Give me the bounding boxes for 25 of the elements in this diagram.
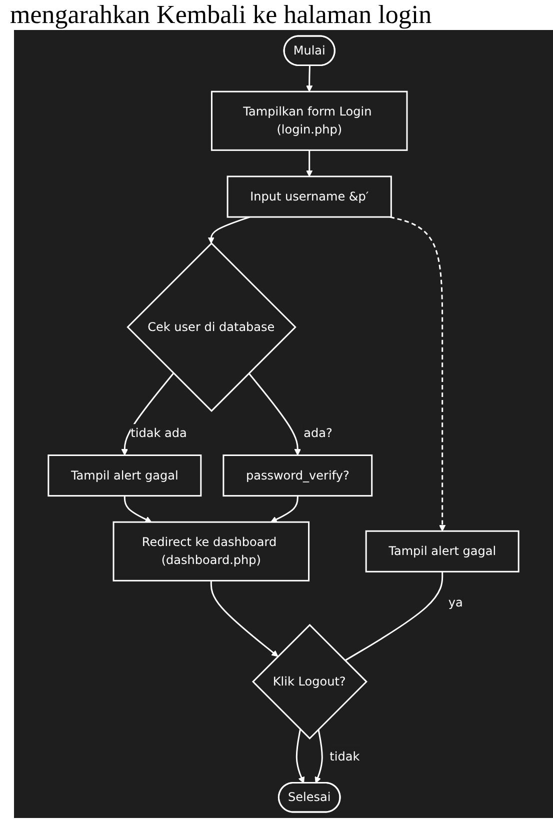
arrow xyxy=(314,729,323,784)
node-box: Input username &p′ xyxy=(226,176,392,218)
arrow xyxy=(248,372,301,456)
edge-label: ada? xyxy=(304,426,332,440)
note-text: mengarahkan Kembali ke halaman login xyxy=(10,0,433,30)
arrow xyxy=(270,496,298,522)
node-box: password_verify? xyxy=(222,454,373,497)
node-box: Tampilkan form Login (login.php) xyxy=(210,90,408,151)
arrow xyxy=(124,496,152,522)
node-diamond: Klik Logout? xyxy=(252,624,368,740)
node-diamond: Cek user di database xyxy=(126,242,296,412)
edge-label: tidak xyxy=(330,749,360,764)
edge-label: ya xyxy=(448,595,463,610)
arrow xyxy=(306,150,313,177)
arrow xyxy=(390,216,446,532)
node-box: Tampil alert gagal xyxy=(365,530,520,572)
arrow xyxy=(121,372,174,456)
node-box: Redirect ke dashboard (dashboard.php) xyxy=(112,521,310,582)
arrow xyxy=(208,216,250,244)
connector xyxy=(344,572,444,662)
node-box: Tampil alert gagal xyxy=(48,454,202,497)
arrow xyxy=(306,66,313,92)
arrow xyxy=(296,729,305,784)
arrow xyxy=(210,580,278,657)
edge-label: tidak ada xyxy=(130,426,187,440)
